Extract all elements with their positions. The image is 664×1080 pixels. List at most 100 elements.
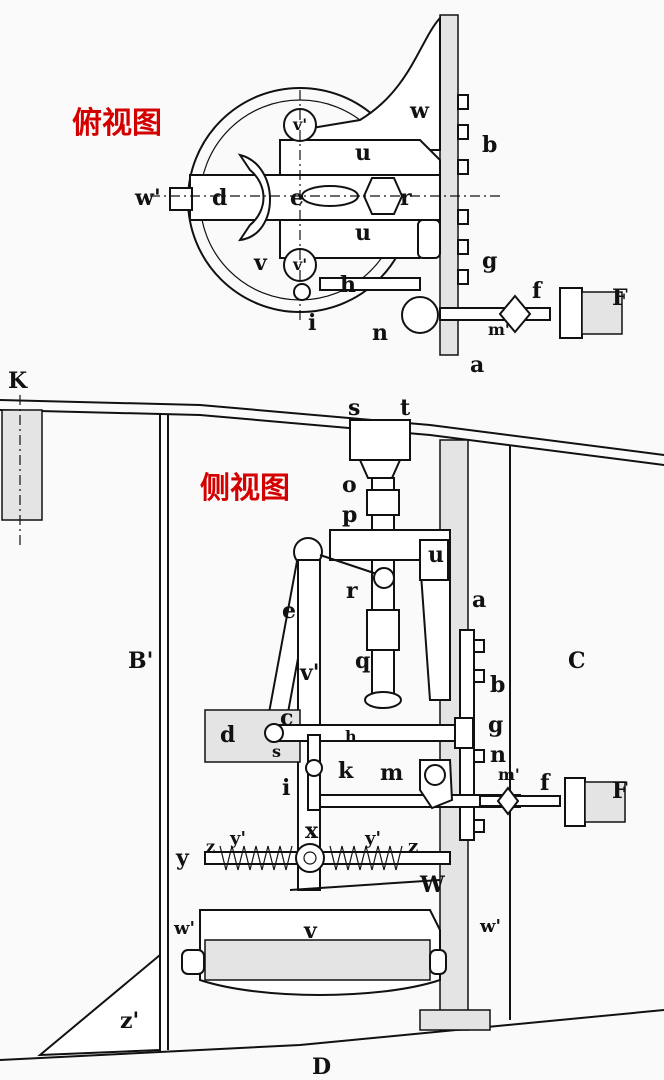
- label-a-top: a: [470, 352, 484, 378]
- label-s-small: s: [272, 742, 281, 761]
- label-n-top: n: [372, 320, 388, 346]
- label-K: K: [8, 368, 28, 394]
- shaft-f-top: [439, 307, 551, 321]
- label-D: D: [312, 1054, 331, 1080]
- title-side-view: 侧视图: [200, 471, 290, 506]
- label-a-side: a: [472, 587, 486, 613]
- pivot-k: [305, 759, 323, 777]
- label-w1-left: w': [173, 918, 195, 939]
- label-w1-top: w': [134, 185, 161, 211]
- deck-line-top-2: [0, 409, 664, 466]
- mounting-plate-top: [439, 14, 459, 356]
- coupling-F-top: [559, 287, 583, 339]
- label-C: C: [568, 648, 586, 674]
- deck-line-top: [0, 399, 664, 456]
- label-i-side: i: [282, 775, 290, 801]
- title-top-view: 俯视图: [72, 106, 162, 141]
- label-y1-right: y': [364, 828, 381, 849]
- cam-f-top: [498, 294, 532, 334]
- strut-W: [289, 879, 441, 891]
- shaft-f-side: [479, 795, 561, 807]
- shaft-F-side: [584, 781, 626, 823]
- label-h-top: h: [340, 272, 356, 298]
- arm-to-r: [319, 554, 381, 576]
- label-n-side: n: [490, 742, 506, 768]
- plate-bolts-side: [473, 639, 485, 833]
- foot-q: [364, 691, 402, 709]
- label-v1-side: v': [299, 660, 320, 686]
- label-z-right: z: [408, 836, 418, 857]
- label-d-side: d: [220, 722, 235, 748]
- part-K: [1, 409, 43, 521]
- label-g-top: g: [482, 248, 497, 274]
- fitting-st: [349, 419, 411, 461]
- pivot-x-inner: [303, 851, 317, 865]
- label-e-side: e: [282, 598, 296, 624]
- label-g-side: g: [488, 712, 503, 738]
- label-u-bottom-top: u: [355, 220, 371, 246]
- gusset-z1: [37, 952, 161, 1057]
- pivot-i-top: [293, 283, 311, 301]
- label-h-side: h: [345, 727, 357, 746]
- cam-n-hub: [424, 764, 446, 786]
- label-x: x: [305, 818, 319, 844]
- label-z1: z': [120, 1008, 139, 1034]
- label-w1-right: w': [479, 916, 501, 937]
- block-u: [419, 539, 449, 581]
- horn-bracket-w: [299, 15, 441, 151]
- label-k: k: [338, 758, 354, 784]
- shaft-stub-w1: [169, 187, 193, 211]
- gear-g: [454, 717, 474, 749]
- label-c: c: [280, 705, 293, 731]
- base-plate: [419, 1009, 491, 1031]
- label-s: s: [348, 395, 360, 421]
- label-f-side: f: [540, 770, 551, 796]
- fitting-st-base: [358, 459, 402, 479]
- end-w1-left: [181, 949, 205, 975]
- top-view: [150, 14, 623, 356]
- label-v1-top: v': [292, 115, 307, 134]
- pivot-x: [295, 843, 325, 873]
- label-v-top: v: [253, 250, 268, 276]
- label-v1-bottom-top: v': [292, 255, 307, 274]
- label-i-top: i: [308, 310, 316, 336]
- pivot-s: [264, 723, 284, 743]
- arm-u-upper: [279, 139, 441, 181]
- label-m: m: [380, 760, 403, 786]
- label-t: t: [400, 395, 411, 421]
- nut-o: [366, 489, 400, 516]
- cam-f-side: [496, 786, 520, 816]
- block-v-inner: [204, 939, 431, 981]
- label-p: p: [342, 502, 357, 528]
- plate-bolts-top: [457, 94, 469, 285]
- label-r-side: r: [346, 578, 358, 604]
- coupling-F-side: [564, 777, 586, 827]
- label-u-top: u: [355, 140, 371, 166]
- latch-g-top: [417, 219, 441, 259]
- side-view-labels: K s t o p u r a e v' B' C q b d c g s h …: [8, 368, 628, 1080]
- label-d-top: d: [212, 185, 227, 211]
- label-q: q: [355, 648, 370, 674]
- rod-h-top: [319, 277, 421, 291]
- shaft-F-top: [581, 291, 623, 335]
- label-w: w: [409, 98, 430, 124]
- label-F-top: F: [612, 285, 628, 311]
- spring-y1-right: [329, 845, 403, 871]
- hull-line-bottom: [0, 1009, 664, 1061]
- wheel-n-top: [401, 296, 439, 334]
- label-e-top: e: [290, 185, 304, 211]
- label-v-bottom: v: [303, 918, 318, 944]
- label-f-top: f: [532, 278, 543, 304]
- label-y1-left: y': [229, 828, 246, 849]
- label-r-top: r: [400, 185, 412, 211]
- rod-ch: [274, 724, 461, 742]
- label-B1: B': [128, 648, 153, 674]
- sleeve-q: [366, 609, 400, 651]
- label-b-top: b: [482, 132, 497, 158]
- label-m1-side: m': [498, 765, 520, 784]
- pivot-r: [373, 567, 395, 589]
- spring-y1-left: [219, 845, 293, 871]
- label-m1-top: m': [488, 320, 510, 339]
